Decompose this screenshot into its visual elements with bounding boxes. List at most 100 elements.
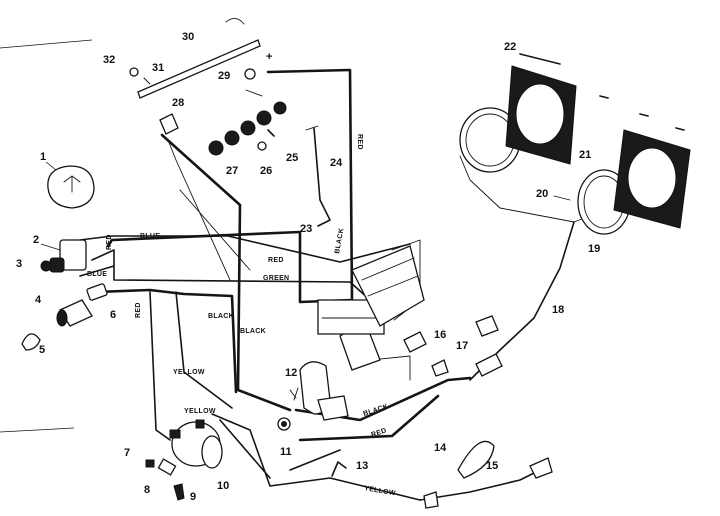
part-label-14: 14 xyxy=(434,442,447,454)
wire-link-13 xyxy=(289,449,341,471)
part-washer-32 xyxy=(129,67,139,77)
wire-label-red-13: RED xyxy=(370,427,387,439)
part-connector-17 xyxy=(475,315,499,337)
wire-harness xyxy=(79,68,601,501)
wire-yellow-loop xyxy=(219,419,271,479)
wire-label-red-3: RED xyxy=(135,302,142,318)
part-bolt-9 xyxy=(173,483,185,501)
part-ignition-switch xyxy=(45,161,95,209)
edge-line-bottom xyxy=(0,427,75,433)
part-label-22: 22 xyxy=(504,41,516,53)
wire-label-black-12: BLACK xyxy=(362,403,389,418)
part-knob-3 xyxy=(40,260,52,272)
part-holddown-top xyxy=(305,125,319,131)
wire-label-yellow-10: YELLOW xyxy=(173,369,205,376)
edge-line-top xyxy=(0,39,93,49)
part-bolt-31 xyxy=(143,77,151,85)
part-label-6: 6 xyxy=(110,309,116,321)
part-label-31: 31 xyxy=(152,62,164,74)
arrow-22 xyxy=(519,53,561,65)
part-nut-30 xyxy=(225,18,245,25)
part-battery-caps xyxy=(208,101,287,156)
part-bulb xyxy=(21,333,41,351)
part-label-27: 27 xyxy=(226,165,238,177)
part-number-labels: 1234567891011121314151617181920212223242… xyxy=(16,31,600,503)
part-label-7: 7 xyxy=(124,447,130,459)
wire-red-main xyxy=(106,68,354,304)
part-label-10: 10 xyxy=(217,480,229,492)
polarity-plus: + xyxy=(266,51,272,63)
wire-label-black-9: BLACK xyxy=(334,228,345,255)
wire-label-red-5: RED xyxy=(268,257,284,264)
part-switch xyxy=(40,239,87,273)
part-plug-15 xyxy=(529,457,553,479)
wire-label-green-4: GREEN xyxy=(263,275,289,282)
wire-green xyxy=(91,249,371,301)
part-label-23: 23 xyxy=(300,223,312,235)
part-harness-block xyxy=(351,245,425,327)
part-headlight-left xyxy=(459,107,521,173)
part-label-4: 4 xyxy=(35,294,42,306)
part-label-30: 30 xyxy=(182,31,194,43)
part-label-18: 18 xyxy=(552,304,564,316)
wire-label-yellow-11: YELLOW xyxy=(184,408,216,415)
wire-red-right xyxy=(298,394,440,442)
part-nut-7 xyxy=(145,459,155,468)
arrow-marks xyxy=(599,95,685,131)
part-label-16: 16 xyxy=(434,329,446,341)
part-holddown-bar xyxy=(137,39,261,99)
wire-diag-2 xyxy=(179,189,251,271)
wire-color-labels: BLUE RED BLUE RED GREEN RED RED BLACK BLACK BLACK… xyxy=(87,134,396,497)
part-label-5: 5 xyxy=(39,344,45,356)
part-label-32: 32 xyxy=(103,54,115,66)
part-terminal-11 xyxy=(277,417,291,431)
part-connector-pair xyxy=(431,353,503,377)
part-label-11: 11 xyxy=(280,446,292,458)
wire-diag-1 xyxy=(167,139,231,281)
wire-taillight xyxy=(419,469,541,501)
part-light-socket xyxy=(56,299,93,327)
part-label-24: 24 xyxy=(330,157,343,169)
wire-blue xyxy=(79,235,411,263)
wire-label-red-1: RED xyxy=(106,234,113,250)
part-clip-12 xyxy=(289,387,299,401)
part-label-26: 26 xyxy=(260,165,272,177)
wire-engine-lower xyxy=(369,355,411,381)
part-taillight-lens xyxy=(457,440,495,479)
wire-label-yellow-14: YELLOW xyxy=(364,485,397,497)
wire-label-blue-0: BLUE xyxy=(140,233,160,240)
part-holddown-rod xyxy=(313,127,331,227)
part-label-8: 8 xyxy=(144,484,150,496)
part-terminal-bolt-29 xyxy=(244,68,263,97)
part-label-20: 20 xyxy=(536,188,548,200)
wire-yellow-rear xyxy=(211,413,421,501)
part-label-21: 21 xyxy=(579,149,591,161)
wire-black-battery xyxy=(160,133,292,412)
part-connector-16 xyxy=(403,331,427,353)
part-washer-8 xyxy=(157,458,177,476)
part-label-9: 9 xyxy=(190,491,196,503)
wire-label-black-7: BLACK xyxy=(208,313,234,320)
wire-label-black-8: BLACK xyxy=(240,328,266,335)
part-clip-13 xyxy=(331,461,347,477)
part-label-25: 25 xyxy=(286,152,298,164)
part-label-15: 15 xyxy=(486,460,498,472)
part-label-3: 3 xyxy=(16,258,22,270)
wire-blue-lower xyxy=(79,265,115,277)
wire-yellow-upper xyxy=(175,291,233,409)
wire-harness-18 xyxy=(469,221,575,381)
wire-label-blue-2: BLUE xyxy=(87,271,107,278)
wire-label-red-6: RED xyxy=(356,134,363,150)
part-label-19: 19 xyxy=(588,243,600,255)
wire-black-harness xyxy=(94,288,238,394)
part-starter-motor xyxy=(299,299,385,421)
part-label-1: 1 xyxy=(40,151,46,163)
wire-red-solenoid xyxy=(149,291,171,441)
part-gasket-right xyxy=(613,129,691,229)
part-label-29: 29 xyxy=(218,70,230,82)
lead-20 xyxy=(553,195,571,201)
part-solenoid xyxy=(169,419,223,469)
part-connector-rear xyxy=(423,491,439,509)
wire-headlight-left xyxy=(459,155,575,223)
